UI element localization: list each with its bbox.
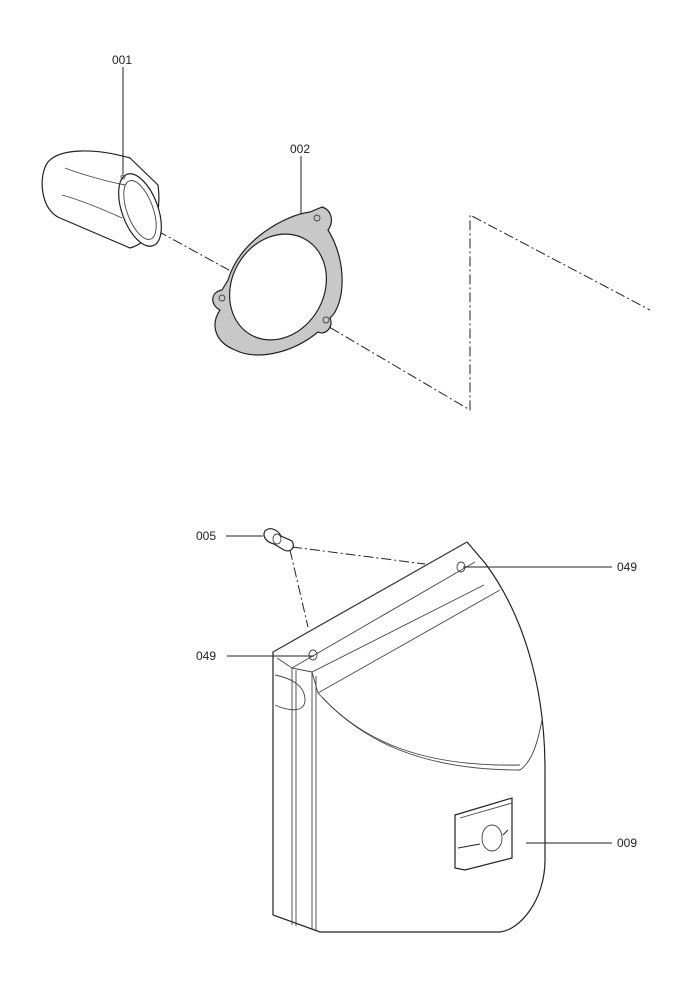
callout-009: 009 [617, 836, 637, 850]
assembly-axis-upper [109, 204, 651, 411]
callout-002: 002 [290, 142, 310, 156]
callout-049-lower: 049 [196, 649, 216, 663]
callout-001: 001 [112, 53, 132, 67]
part-002-gasket [212, 206, 343, 356]
callout-005: 005 [196, 529, 216, 543]
part-005-screw [263, 528, 294, 552]
callout-049-upper: 049 [617, 560, 637, 574]
part-001-nozzle [41, 150, 162, 249]
part-009-hood [272, 541, 546, 933]
assembly-axis-lower [289, 546, 426, 628]
